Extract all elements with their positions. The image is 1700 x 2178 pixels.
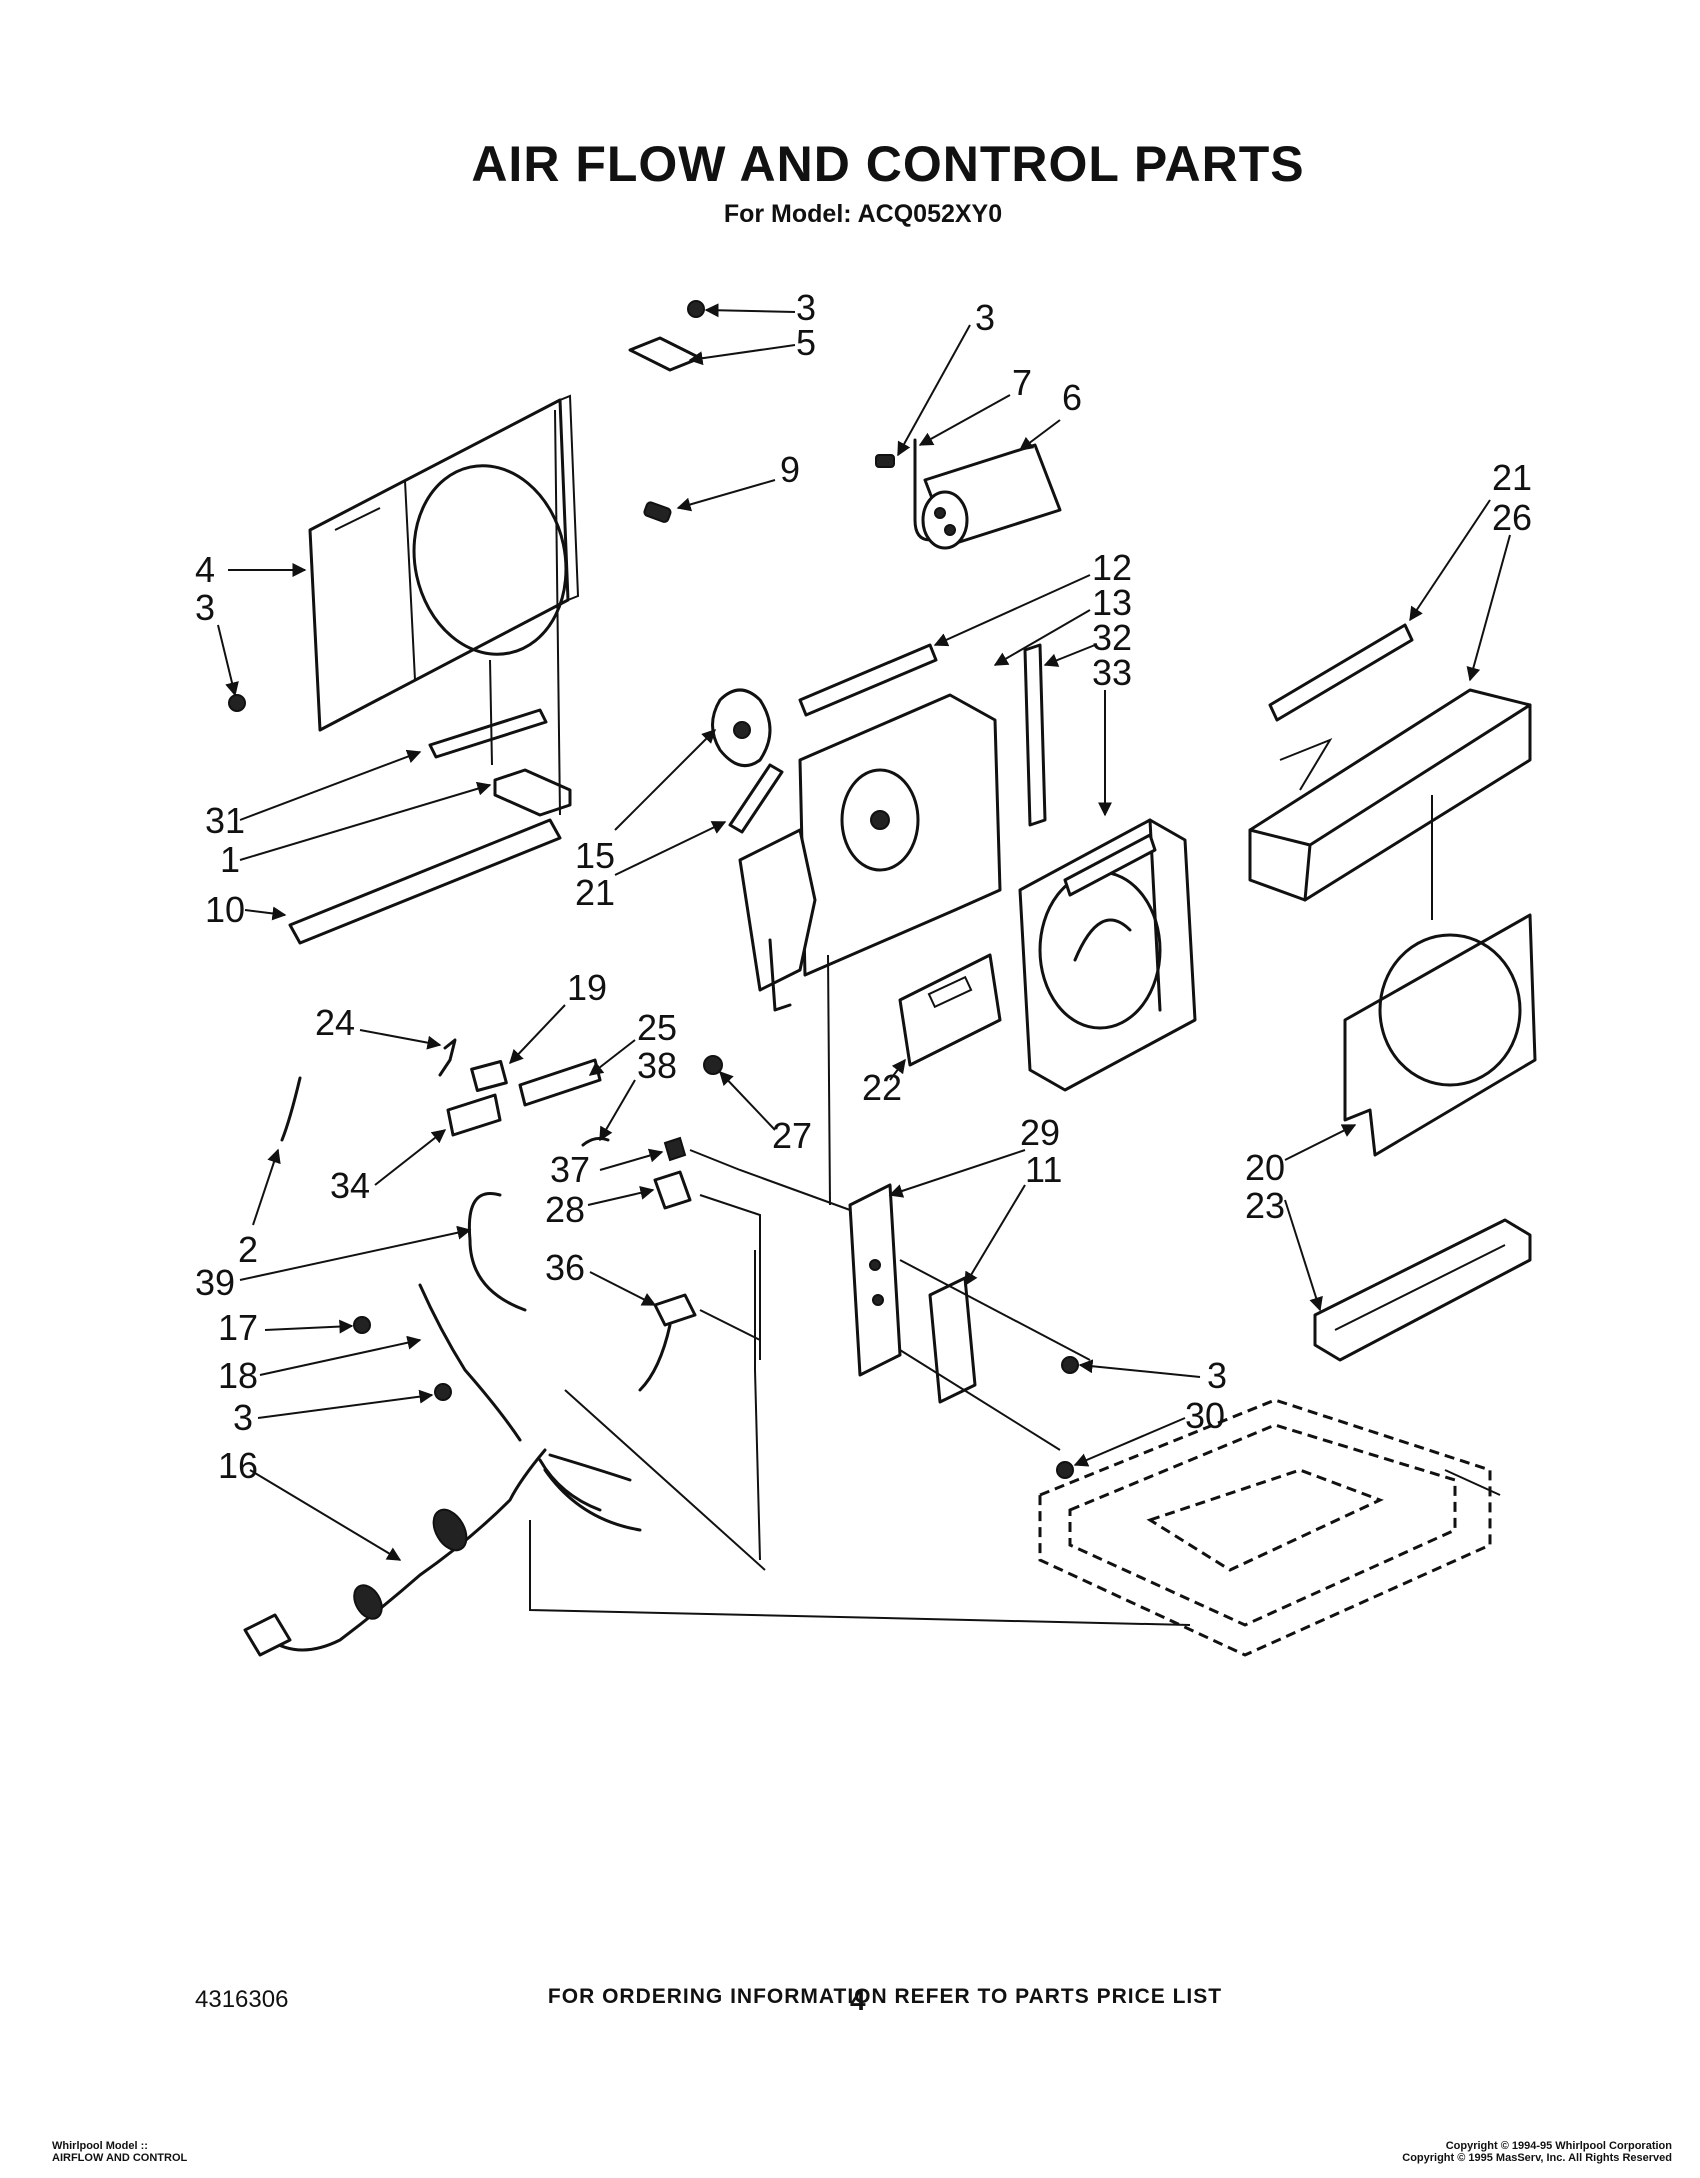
footer-model: Whirlpool Model :: AIRFLOW AND CONTROL <box>52 2140 187 2164</box>
callout-13: 13 <box>1092 582 1132 623</box>
callout-3: 3 <box>975 297 995 338</box>
callout-30: 30 <box>1185 1395 1225 1436</box>
callout-21: 21 <box>575 872 615 913</box>
part-3-screw-lower <box>434 1383 452 1401</box>
part-1-block <box>493 768 572 817</box>
callout-11: 11 <box>1025 1149 1062 1190</box>
callout-3: 3 <box>1207 1355 1227 1396</box>
callout-15: 15 <box>575 835 615 876</box>
callout-25: 25 <box>637 1007 677 1048</box>
callout-21: 21 <box>1492 457 1532 498</box>
callout-2: 2 <box>238 1229 258 1270</box>
callout-38: 38 <box>637 1045 677 1086</box>
part-38-spring <box>581 1136 610 1147</box>
ordering-note: FOR ORDERING INFORMATION REFER TO PARTS … <box>547 1985 1223 2008</box>
leader-lines <box>217 303 1511 1561</box>
callout-29: 29 <box>1020 1112 1060 1153</box>
part-2-tube <box>280 1076 302 1142</box>
callout-23: 23 <box>1245 1185 1285 1226</box>
part-20-shroud <box>1343 913 1537 1157</box>
part-16-power-cord <box>243 1448 642 1657</box>
part-10-long-strip <box>288 818 562 945</box>
part-32-strip <box>1023 643 1047 827</box>
callout-1: 1 <box>220 839 240 880</box>
part-26-air-duct <box>1248 688 1532 902</box>
callout-32: 32 <box>1092 617 1132 658</box>
callout-4: 4 <box>195 549 215 590</box>
part-21-mid-strip <box>728 763 784 834</box>
part-11-bracket <box>928 1276 977 1404</box>
part-39-wire <box>467 1192 527 1312</box>
callout-10: 10 <box>205 889 245 930</box>
part-37-connector <box>663 1136 687 1162</box>
part-9-clip <box>643 501 672 523</box>
part-3-screw-right <box>1061 1356 1079 1374</box>
callout-20: 20 <box>1245 1147 1285 1188</box>
callout-labels: 3 5 3 7 6 9 21 26 4 3 12 13 32 33 31 1 1… <box>195 287 1532 1486</box>
callout-37: 37 <box>550 1149 590 1190</box>
part-5-bracket <box>628 336 702 372</box>
part-6-capacitor <box>921 443 1062 550</box>
callout-12: 12 <box>1092 547 1132 588</box>
base-pan-dashed <box>1038 1398 1501 1657</box>
part-7-capacitor-strap <box>913 438 932 542</box>
part-30-screw <box>1056 1461 1074 1479</box>
part-24-clip <box>438 1038 457 1077</box>
callout-6: 6 <box>1062 377 1082 418</box>
callout-27: 27 <box>772 1115 812 1156</box>
footer-copyright-line2: Copyright © 1995 MasServ, Inc. All Right… <box>1402 2152 1672 2164</box>
callout-36: 36 <box>545 1247 585 1288</box>
callout-18: 18 <box>218 1355 258 1396</box>
part-28-relay <box>653 1170 692 1210</box>
part-22-plate <box>898 953 1002 1067</box>
footer-copyright-line1: Copyright © 1994-95 Whirlpool Corporatio… <box>1445 2140 1672 2152</box>
part-36-thermostat <box>653 1293 697 1327</box>
part-27-knob <box>703 1055 723 1075</box>
callout-16: 16 <box>218 1445 258 1486</box>
model-subtitle: For Model: ACQ052XY0 <box>723 200 1003 228</box>
callout-26: 26 <box>1492 497 1532 538</box>
part-19-label <box>470 1059 508 1093</box>
document-number: 4316306 <box>195 1986 289 2013</box>
part-3-screw-top <box>687 300 705 318</box>
part-12-strip <box>798 643 938 717</box>
part-31-strip <box>428 708 548 759</box>
part-13-housing-panel <box>798 693 1002 977</box>
callout-3: 3 <box>233 1397 253 1438</box>
part-3-screw-left <box>228 694 246 712</box>
part-25-switch <box>518 1058 602 1107</box>
part-18-harness <box>418 1283 522 1442</box>
callout-7: 7 <box>1012 362 1032 403</box>
callout-39: 39 <box>195 1262 235 1303</box>
part-21-control-bracket <box>738 828 817 992</box>
callout-31: 31 <box>205 800 245 841</box>
callout-3: 3 <box>796 287 816 328</box>
footer-model-line2: AIRFLOW AND CONTROL <box>52 2152 188 2164</box>
part-33-blower-scroll <box>1018 818 1197 1092</box>
part-17-screw <box>353 1316 371 1334</box>
callout-17: 17 <box>218 1307 258 1348</box>
part-4-front-panel <box>308 394 580 732</box>
callout-19: 19 <box>567 967 607 1008</box>
part-21-top-strip <box>1268 623 1414 722</box>
callout-5: 5 <box>796 322 816 363</box>
callout-28: 28 <box>545 1189 585 1230</box>
part-34-decal <box>446 1093 502 1137</box>
footer-model-line1: Whirlpool Model :: <box>52 2140 148 2152</box>
part-23-gasket <box>1313 1218 1532 1362</box>
page-number: 4 <box>850 1985 866 2016</box>
part-3-screw-capacitor <box>875 454 895 468</box>
callout-9: 9 <box>780 449 800 490</box>
footer-copyright: Copyright © 1994-95 Whirlpool Corporatio… <box>1402 2140 1672 2164</box>
callout-24: 24 <box>315 1002 355 1043</box>
callout-22: 22 <box>862 1067 902 1108</box>
part-29-control-panel <box>848 1183 902 1377</box>
callout-34: 34 <box>330 1165 370 1206</box>
callout-3: 3 <box>195 587 215 628</box>
page-title: AIR FLOW AND CONTROL PARTS <box>471 136 1305 192</box>
callout-33: 33 <box>1092 652 1132 693</box>
